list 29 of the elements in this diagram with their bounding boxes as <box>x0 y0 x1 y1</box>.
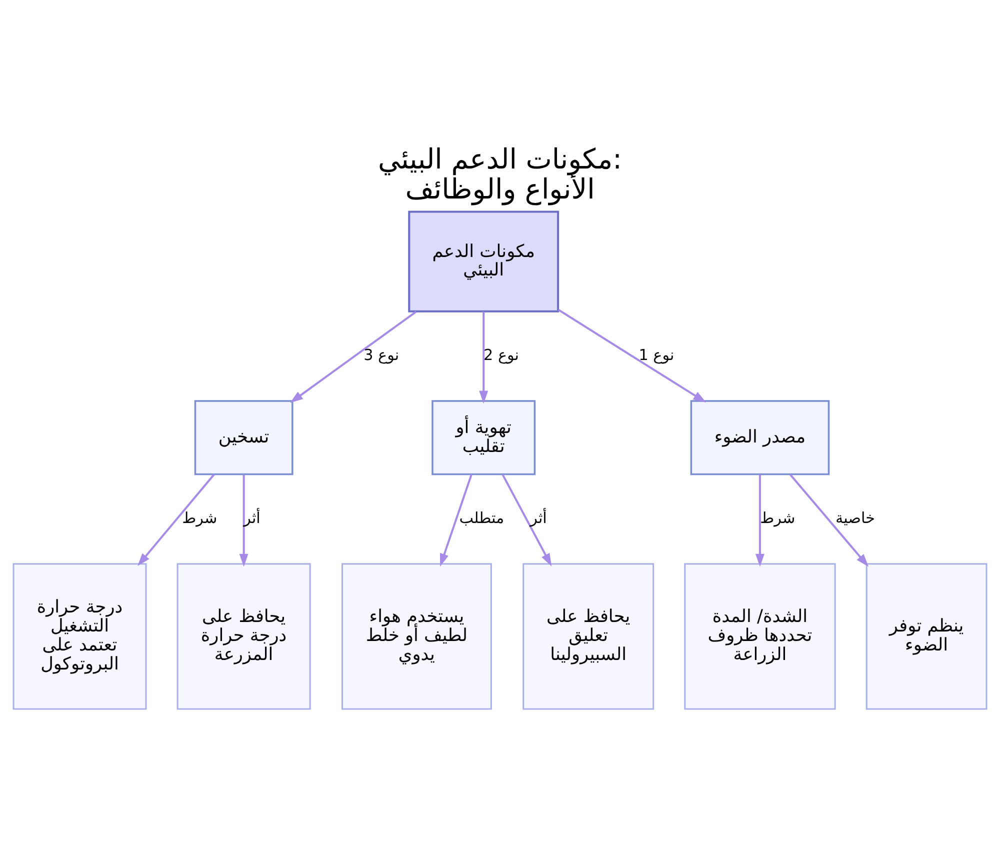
node-box: يحافظ على درجة حرارة المزرعة <box>176 562 311 710</box>
arrow <box>138 473 215 566</box>
edge-label: أثر <box>244 508 260 526</box>
node-box: يستخدم هواء لطيف أو خلط يدوي <box>342 562 492 710</box>
edge-label: نوع 2 <box>484 346 520 364</box>
node-box: يحافظ على تعليق السبيرولينا <box>522 562 654 710</box>
node-box: تهوية أو تقليب <box>432 400 536 475</box>
arrow <box>290 310 417 402</box>
arrow <box>755 474 764 566</box>
arrow <box>479 311 488 404</box>
arrow <box>558 308 706 402</box>
edge-label: نوع 1 <box>638 346 674 364</box>
node-box: ينظم توفر الضوء <box>866 562 988 710</box>
edge-label: شرط <box>760 508 796 526</box>
node-box: مصدر الضوء <box>690 400 830 475</box>
edge-label: أثر <box>530 508 547 526</box>
diagram-title: مكونات الدعم البيئي: الأنواع والوظائف <box>378 142 622 206</box>
edge-label: شرط <box>182 508 218 526</box>
arrow <box>502 473 552 566</box>
edge-label: خاصية <box>836 508 875 526</box>
node-box: تسخين <box>194 400 294 475</box>
node-box: الشدة/ المدة تحددها ظروف الزراعة <box>684 562 836 710</box>
node-box: مكونات الدعم البيئي <box>408 210 560 312</box>
arrow <box>789 473 869 566</box>
edge-label: نوع 3 <box>364 346 400 364</box>
edge-label: متطلب <box>459 508 504 526</box>
node-box: درجة حرارة التشغيل تعتمد على البروتوكول <box>12 562 147 710</box>
arrow <box>440 474 472 566</box>
arrow <box>239 474 248 566</box>
